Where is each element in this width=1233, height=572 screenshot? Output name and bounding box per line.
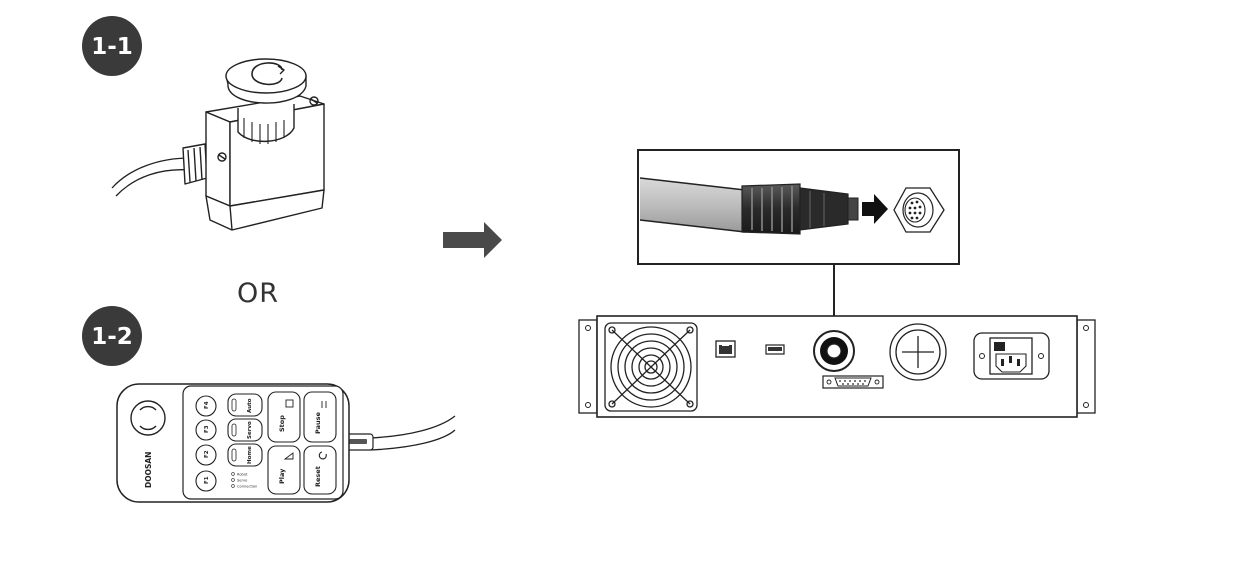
or-separator: OR bbox=[237, 278, 279, 309]
connector-detail-callout bbox=[637, 149, 960, 265]
mode-key-auto: Auto bbox=[227, 393, 263, 417]
function-key-f1: F1 bbox=[195, 470, 217, 492]
badge-option-1-label: 1-1 bbox=[91, 34, 133, 60]
badge-option-2-label: 1-2 bbox=[91, 324, 133, 350]
svg-text:Servo: Servo bbox=[237, 479, 247, 483]
svg-text:F1: F1 bbox=[204, 476, 210, 484]
svg-text:Pause: Pause bbox=[314, 412, 322, 434]
svg-text:F4: F4 bbox=[204, 401, 210, 409]
key-play: Play bbox=[267, 445, 301, 495]
svg-text:F3: F3 bbox=[204, 425, 210, 433]
svg-text:Robot: Robot bbox=[237, 473, 248, 477]
svg-text:Home: Home bbox=[247, 446, 253, 464]
function-key-f4: F4 bbox=[195, 395, 217, 417]
svg-text:Play: Play bbox=[278, 468, 286, 484]
key-stop: Stop bbox=[267, 391, 301, 443]
function-key-f3: F3 bbox=[195, 419, 217, 441]
teach-pendant: DOOSAN F4 F3 F2 F1 Auto Servo bbox=[116, 383, 456, 503]
badge-option-2: 1-2 bbox=[82, 306, 142, 366]
svg-text:Stop: Stop bbox=[278, 415, 286, 432]
badge-option-1: 1-1 bbox=[82, 16, 142, 76]
function-key-f2: F2 bbox=[195, 444, 217, 466]
usb-port-icon bbox=[765, 344, 785, 355]
svg-text:Connection: Connection bbox=[237, 485, 257, 489]
mode-key-home: Home bbox=[227, 443, 263, 467]
ethernet-port-icon bbox=[715, 340, 736, 358]
svg-text:Reset: Reset bbox=[314, 466, 322, 487]
key-pause: Pause bbox=[303, 391, 337, 443]
key-reset: Reset bbox=[303, 445, 337, 495]
svg-text:F2: F2 bbox=[204, 450, 210, 458]
cable-grommet-icon bbox=[889, 323, 947, 381]
mode-key-servo: Servo bbox=[227, 418, 263, 442]
emergency-stop-port-icon bbox=[813, 330, 855, 372]
pendant-brand: DOOSAN bbox=[144, 452, 153, 488]
db-connector-icon bbox=[822, 375, 884, 389]
right-arrow-icon bbox=[443, 222, 502, 258]
status-leds: Robot Servo Connection bbox=[231, 472, 257, 489]
fan-grille-icon bbox=[604, 322, 698, 412]
svg-text:Servo: Servo bbox=[247, 421, 253, 439]
svg-text:Auto: Auto bbox=[247, 398, 253, 413]
power-inlet-icon bbox=[973, 332, 1050, 380]
emergency-stop-switch bbox=[111, 58, 325, 231]
controller-rear-panel bbox=[578, 315, 1096, 418]
